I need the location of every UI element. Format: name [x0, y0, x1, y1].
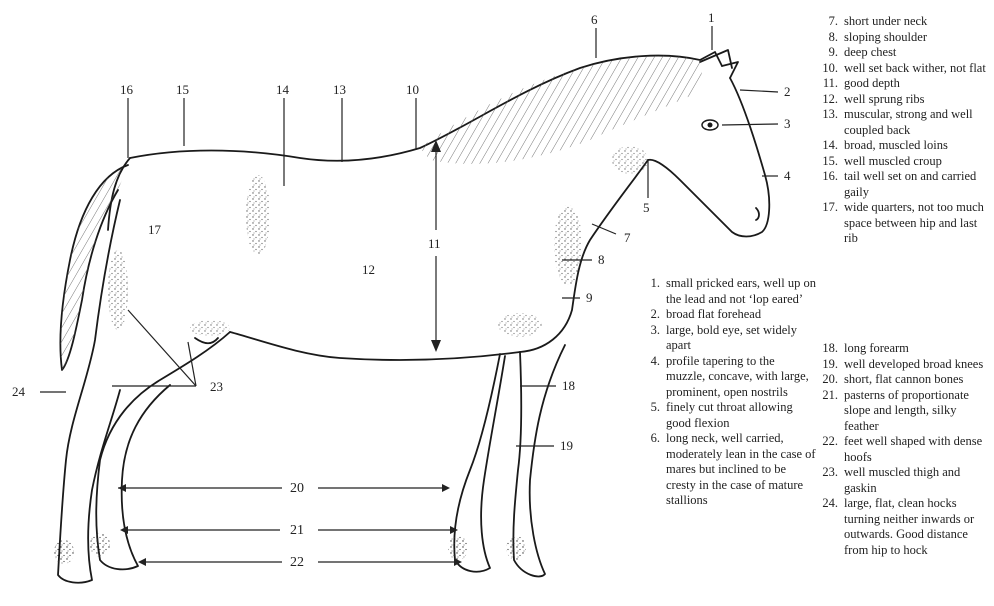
callout-8: 8: [598, 252, 605, 267]
callout-15: 15: [176, 82, 189, 97]
callout-19: 19: [560, 438, 573, 453]
legend-item: 22.feet well shaped with dense hoofs: [816, 434, 994, 465]
callout-7: 7: [624, 230, 631, 245]
callout-18: 18: [562, 378, 575, 393]
legend-item: 3.large, bold eye, set widely apart: [638, 323, 816, 354]
callout-2: 2: [784, 84, 791, 99]
legend-item: 21.pasterns of proportionate slope and l…: [816, 388, 994, 435]
legend-item: 12.well sprung ribs: [816, 92, 994, 108]
legend-item: 17.wide quarters, not too much space bet…: [816, 200, 994, 247]
callout-24: 24: [12, 384, 26, 399]
legend-item: 11.good depth: [816, 76, 994, 92]
legend-item: 13.muscular, strong and well coupled bac…: [816, 107, 994, 138]
legend-item: 15.well muscled croup: [816, 154, 994, 170]
callout-16: 16: [120, 82, 134, 97]
callout-9: 9: [586, 290, 593, 305]
stifle-shading: [190, 320, 230, 336]
mane-hatching: [420, 56, 702, 164]
legend-item: 20.short, flat cannon bones: [816, 372, 994, 388]
callout-11: 11: [428, 236, 441, 251]
legend-item: 16.tail well set on and carried gaily: [816, 169, 994, 200]
quarter-shading: [108, 250, 128, 330]
legend-item: 24.large, flat, clean hocks turning neit…: [816, 496, 994, 558]
callout-14: 14: [276, 82, 290, 97]
callout-12: 12: [362, 262, 375, 277]
legend-item: 10.well set back wither, not flat: [816, 61, 994, 77]
callout-3: 3: [784, 116, 791, 131]
callout-5: 5: [643, 200, 650, 215]
callout-20: 20: [290, 481, 304, 496]
callout-17: 17: [148, 222, 162, 237]
legend-item: 8.sloping shoulder: [816, 30, 994, 46]
legend-item: 23.well muscled thigh and gaskin: [816, 465, 994, 496]
legend-item: 6.long neck, well carried, moderately le…: [638, 431, 816, 509]
legend-list-1-6: 1.small pricked ears, well up on the lea…: [638, 276, 816, 509]
callout-1: 1: [708, 10, 715, 25]
legend-item: 4.profile tapering to the muzzle, concav…: [638, 354, 816, 401]
elbow-shading: [498, 313, 542, 337]
legend-item: 19.well developed broad knees: [816, 357, 994, 373]
feather-1: [448, 536, 468, 560]
callout-6: 6: [591, 12, 598, 27]
eye-icon: [702, 120, 718, 130]
neck-shading: [612, 146, 648, 174]
feather-4: [54, 540, 74, 564]
legend-item: 5.finely cut throat allowing good flexio…: [638, 400, 816, 431]
legend-item: 1.small pricked ears, well up on the lea…: [638, 276, 816, 307]
legend-item: 14.broad, muscled loins: [816, 138, 994, 154]
callout-22: 22: [290, 555, 304, 570]
leader-arrowheads: [118, 140, 462, 566]
callout-4: 4: [784, 168, 791, 183]
legend-item: 18.long forearm: [816, 341, 994, 357]
feather-3: [90, 533, 110, 557]
legend-list-18-24: 18.long forearm 19.well developed broad …: [816, 341, 994, 558]
feather-2: [506, 536, 526, 560]
flank-shading: [246, 175, 270, 255]
legend-item: 9.deep chest: [816, 45, 994, 61]
shoulder-shading: [554, 205, 582, 285]
callout-21: 21: [290, 523, 304, 538]
callout-13: 13: [333, 82, 346, 97]
legend-list-7-17: 7.short under neck 8.sloping shoulder 9.…: [816, 14, 994, 247]
callout-10: 10: [406, 82, 419, 97]
legend-item: 2.broad flat forehead: [638, 307, 816, 323]
legend-item: 7.short under neck: [816, 14, 994, 30]
callout-23: 23: [210, 379, 223, 394]
